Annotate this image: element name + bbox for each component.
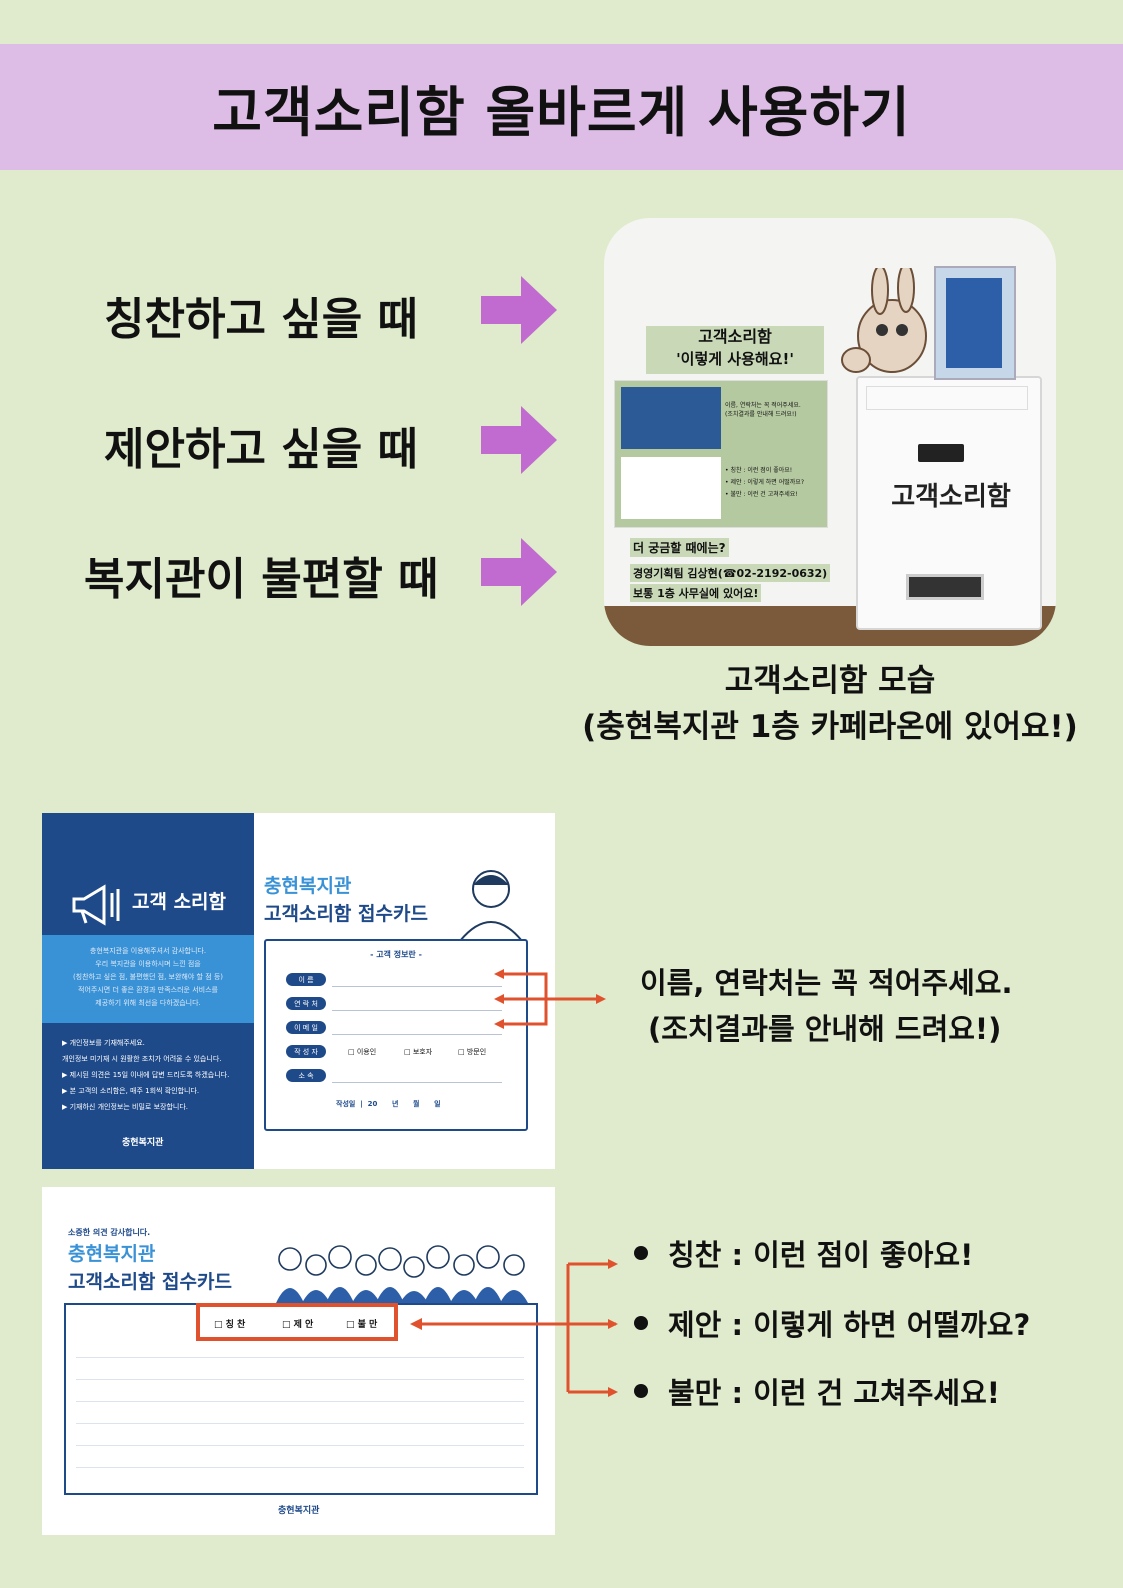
arrow-right-icon xyxy=(481,406,557,474)
card-back-line xyxy=(76,1467,524,1468)
card-back-org: 충현복지관 xyxy=(68,1243,156,1265)
crowd-illustration-icon xyxy=(276,1245,528,1303)
person-illustration-icon xyxy=(459,870,523,941)
bullet-suggest: 제안 : 이렇게 하면 어떨까요? xyxy=(668,1308,1031,1342)
poster-title: 고객소리함 xyxy=(698,327,772,346)
card-front-title: 고객소리함 접수카드 xyxy=(264,903,428,925)
card-front-image: 고객 소리함 충현복지관을 이용해주셔서 감사합니다. 우리 복지관을 이용하시… xyxy=(42,813,555,1169)
note-line1: 이름, 연락처는 꼭 적어주세요. xyxy=(640,966,1013,1000)
mailbox-slot xyxy=(906,574,984,600)
page-title: 고객소리함 올바르게 사용하기 xyxy=(212,80,911,144)
card-front-intro: 충현복지관을 이용해주셔서 감사합니다. 우리 복지관을 이용하시며 느낀 점을… xyxy=(72,947,224,1007)
card-front-left-panel: 고객 소리함 충현복지관을 이용해주셔서 감사합니다. 우리 복지관을 이용하시… xyxy=(42,813,254,1169)
card-front-form: - 고객 정보란 - 이 름 연 락 처 이 메 일 작 성 자 □ 이용인 □… xyxy=(264,939,528,1131)
card-holder xyxy=(934,266,1016,380)
poster-contact: 경영기획팀 김상현(☎02-2192-0632) xyxy=(630,564,831,582)
writer-option-user: □ 이용인 xyxy=(348,1048,377,1056)
mailbox-lock xyxy=(918,444,964,462)
bullet-dot-icon xyxy=(634,1246,648,1260)
bullet-praise: 칭찬 : 이런 점이 좋아요! xyxy=(668,1238,974,1272)
card-front-section: - 고객 정보란 - xyxy=(370,950,422,959)
bullet-dot-icon xyxy=(634,1316,648,1330)
poster-card-front-thumb xyxy=(621,387,721,449)
poster-items: • 칭찬 : 이런 점이 좋아요! • 제안 : 이렇게 하면 어떨까요? • … xyxy=(725,467,805,498)
card-back-logo: 충현복지관 xyxy=(278,1506,320,1516)
poster-question: 더 궁금할 때에는? xyxy=(630,538,729,557)
field-phone-line xyxy=(332,1010,502,1011)
bullet-complain: 불만 : 이런 건 고쳐주세요! xyxy=(668,1376,1001,1410)
rabbit-mascot-image xyxy=(836,263,946,378)
caption-line1: 고객소리함 모습 xyxy=(724,663,936,699)
card-holder-cards xyxy=(946,278,1002,368)
card-back-line xyxy=(76,1401,524,1402)
card-back-options-highlight: □ 칭 찬 □ 제 안 □ 불 만 xyxy=(196,1303,398,1341)
field-email-label: 이 메 일 xyxy=(286,1021,326,1034)
card-front-logo: 충현복지관 xyxy=(122,1138,164,1148)
poster-card-back-thumb xyxy=(621,457,721,519)
bullet-dot-icon xyxy=(634,1384,648,1398)
field-email-line xyxy=(332,1034,502,1035)
annotation-branch-arrows xyxy=(410,1259,618,1397)
card-back-title: 고객소리함 접수카드 xyxy=(68,1271,232,1293)
situation-complain: 복지관이 불편할 때 xyxy=(84,554,439,605)
situation-suggest: 제안하고 싶을 때 xyxy=(104,424,418,475)
card-front-org: 충현복지관 xyxy=(264,875,352,897)
card-back-line xyxy=(76,1379,524,1380)
suggestion-box-photo: 고객소리함 '이렇게 사용해요!' 이름, 연락처는 꼭 적어주세요. (조치결… xyxy=(604,218,1056,646)
card-front-date: 작성일 | 20 년 월 일 xyxy=(336,1100,441,1108)
poster-office: 보통 1층 사무실에 있어요! xyxy=(630,584,762,602)
title-band: 고객소리함 올바르게 사용하기 xyxy=(0,44,1123,170)
arrow-right-icon xyxy=(481,276,557,344)
megaphone-icon xyxy=(72,884,120,926)
writer-option-visitor: □ 방문인 xyxy=(458,1048,487,1056)
option-complain: □ 불 만 xyxy=(346,1320,378,1330)
poster-title-label: 고객소리함 '이렇게 사용해요!' xyxy=(646,326,824,374)
card-back-image: 소중한 의견 감사합니다. 충현복지관 고객소리함 접수카드 □ 칭 찬 □ 제… xyxy=(42,1187,555,1535)
card-back-line xyxy=(76,1423,524,1424)
mailbox-lid xyxy=(866,386,1028,410)
field-affiliation-label: 소 속 xyxy=(286,1069,326,1082)
situation-praise: 칭찬하고 싶을 때 xyxy=(104,294,418,345)
card-front-intro-band xyxy=(42,935,254,1023)
note-line2: (조치결과를 안내해 드려요!) xyxy=(648,1012,1002,1046)
card-front-notices: ▶ 개인정보를 기재해주세요. 개인정보 미기재 시 원활한 조치가 어려울 수… xyxy=(62,1039,230,1111)
card-back-thanks: 소중한 의견 감사합니다. xyxy=(68,1228,151,1237)
field-affiliation-line xyxy=(332,1082,502,1083)
poster-board: 이름, 연락처는 꼭 적어주세요. (조치결과를 안내해 드려요!) • 칭찬 … xyxy=(614,380,828,528)
poster-note: 이름, 연락처는 꼭 적어주세요. (조치결과를 안내해 드려요!) xyxy=(725,402,801,418)
arrow-right-icon xyxy=(481,538,557,606)
field-writer-label: 작 성 자 xyxy=(286,1045,326,1058)
writer-option-guardian: □ 보호자 xyxy=(404,1048,433,1056)
annotation-bracket-arrows xyxy=(494,969,606,1029)
card-back-line xyxy=(76,1445,524,1446)
mailbox: 고객소리함 xyxy=(856,376,1042,630)
option-praise: □ 칭 찬 xyxy=(214,1320,246,1330)
mailbox-label: 고객소리함 xyxy=(891,482,1011,512)
card-front-brand: 고객 소리함 xyxy=(132,891,227,913)
caption-line2: (충현복지관 1층 카페라온에 있어요!) xyxy=(582,709,1078,745)
field-name-label: 이 름 xyxy=(286,973,326,986)
field-phone-label: 연 락 처 xyxy=(286,997,326,1010)
poster-subtitle: '이렇게 사용해요!' xyxy=(676,350,794,368)
photo-caption: 고객소리함 모습 (충현복지관 1층 카페라온에 있어요!) xyxy=(560,658,1100,750)
field-name-line xyxy=(332,986,502,987)
option-suggest: □ 제 안 xyxy=(282,1320,314,1330)
card-back-line xyxy=(76,1357,524,1358)
